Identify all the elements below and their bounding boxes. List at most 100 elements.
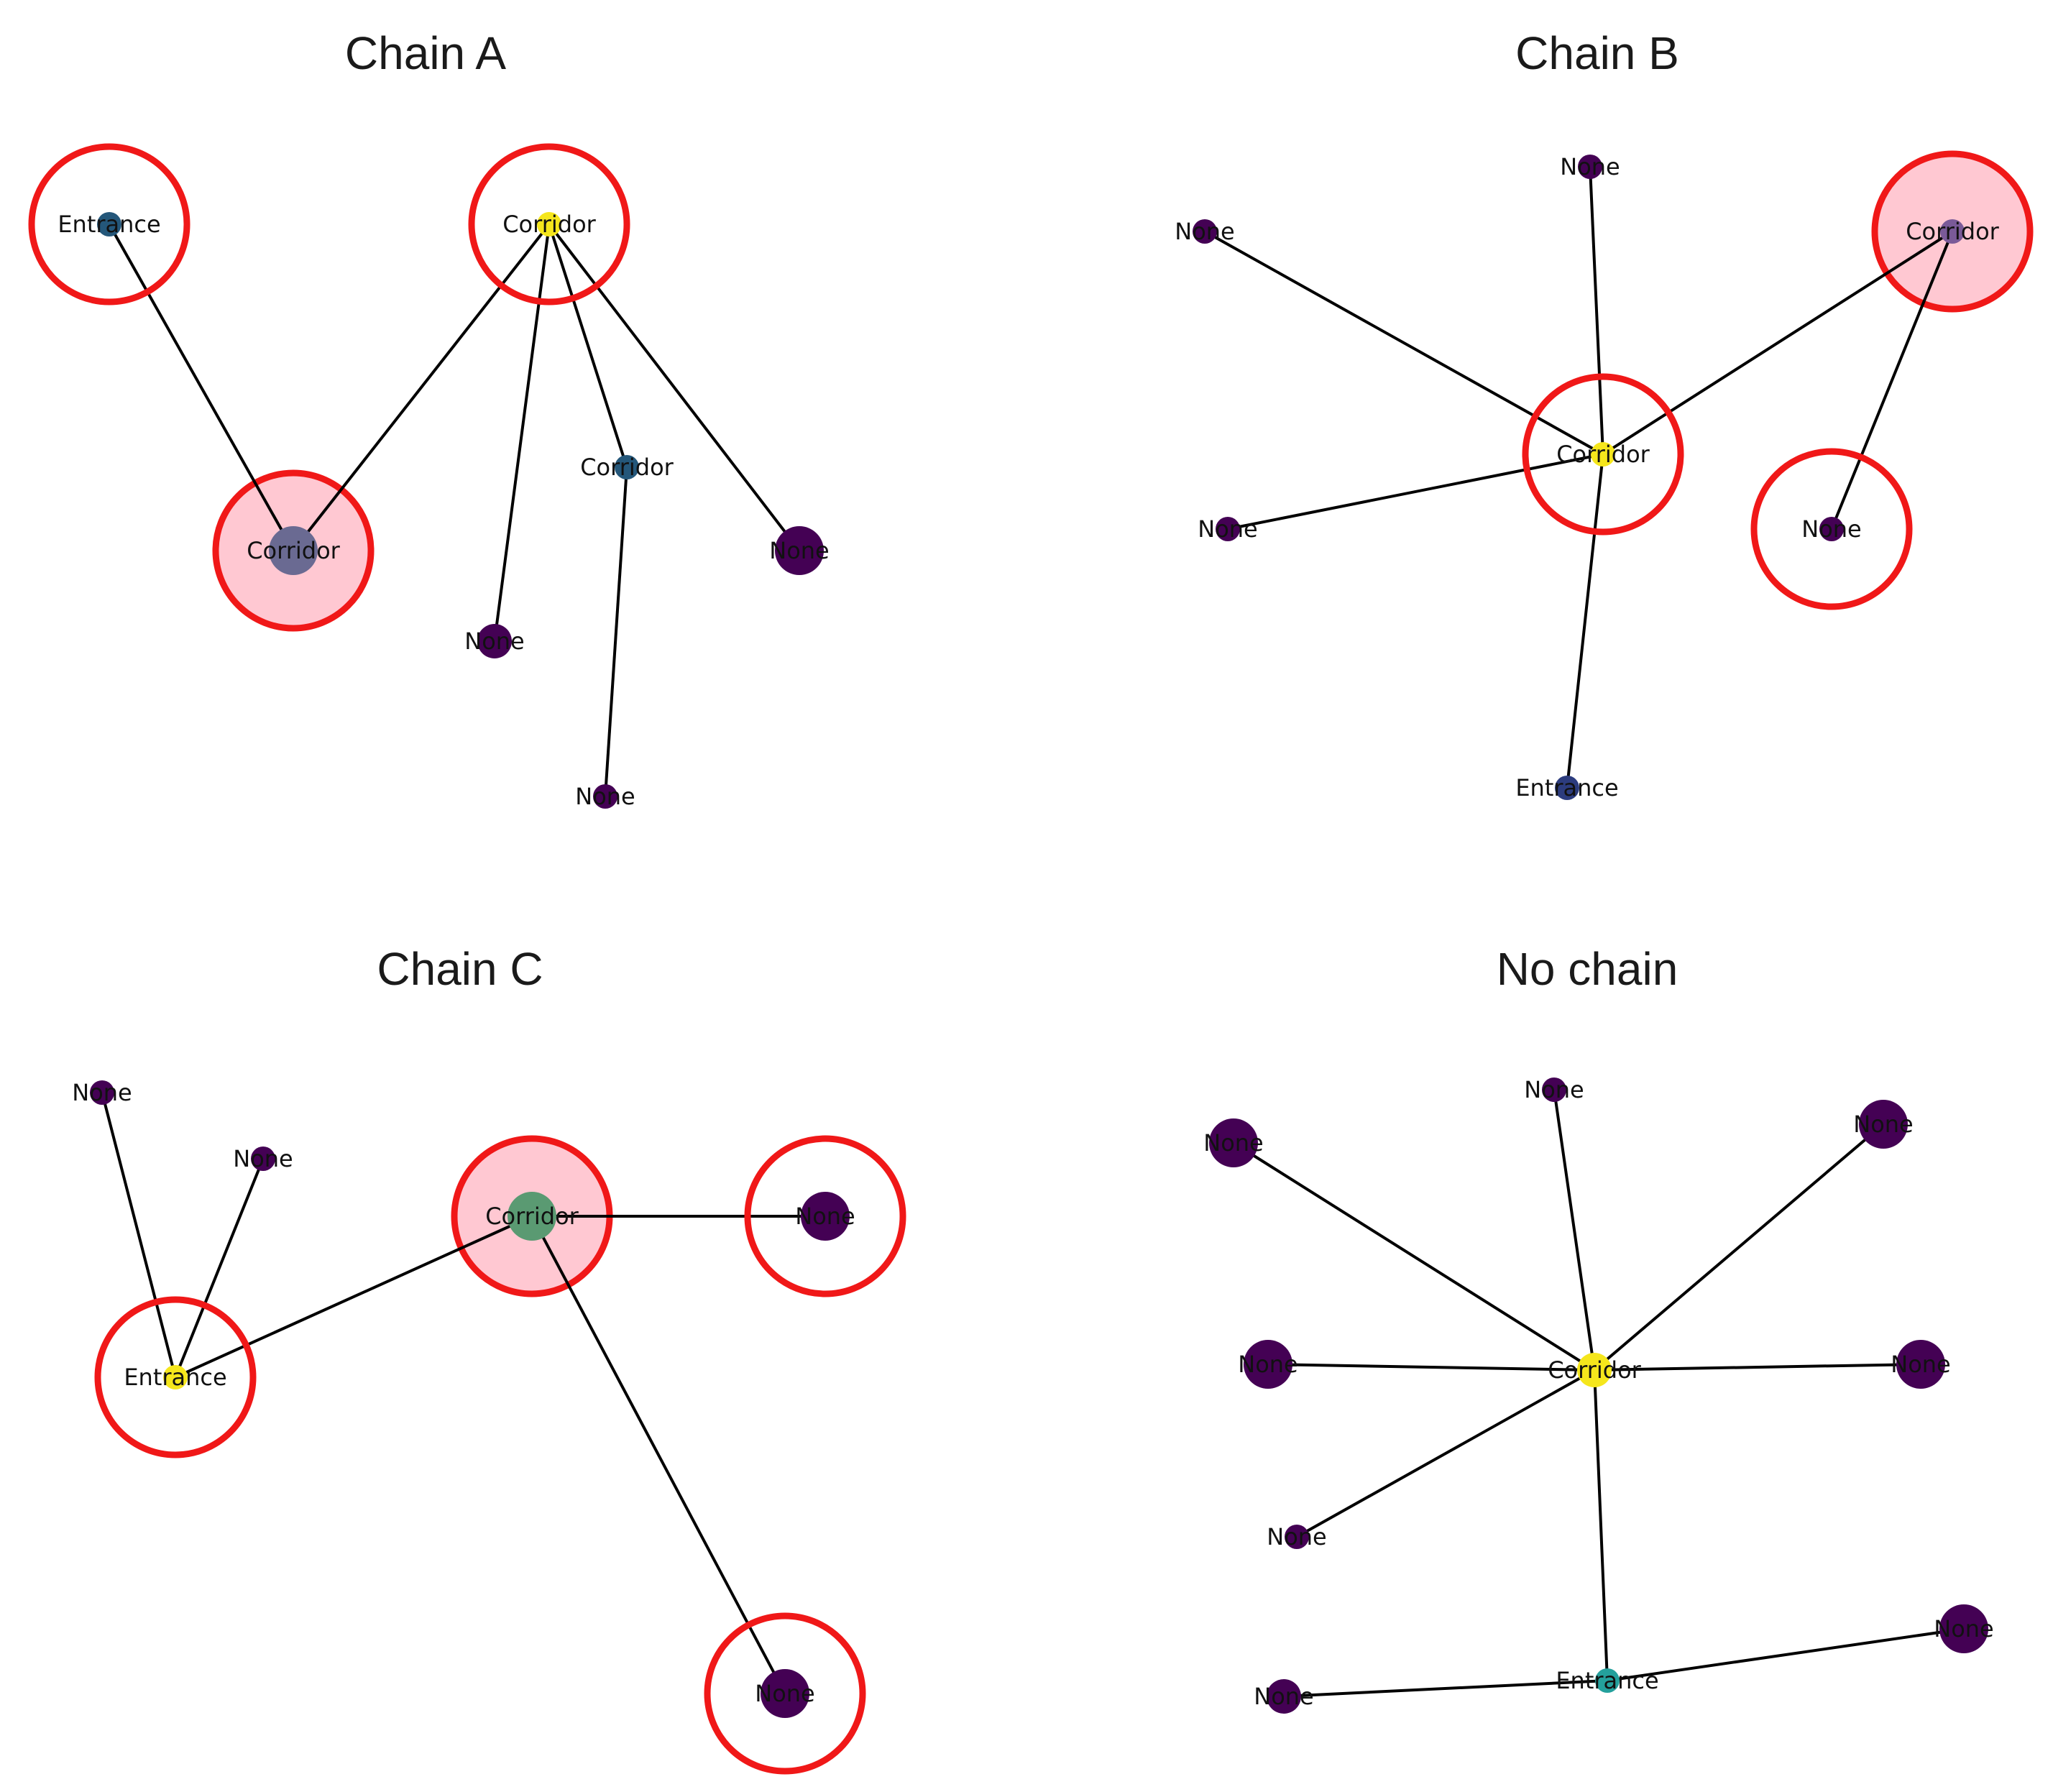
graph-edge	[1602, 230, 1954, 456]
node-label: None	[233, 1145, 293, 1172]
graph-edge	[1607, 1627, 1965, 1682]
highlight-ring	[468, 143, 630, 305]
graph-node	[1859, 1100, 1908, 1149]
node-label: None	[1238, 1351, 1298, 1378]
graph-node	[251, 1147, 275, 1171]
graph-node	[1819, 517, 1844, 541]
node-label: None	[769, 537, 829, 564]
node-label: None	[1853, 1111, 1913, 1138]
graph-node	[615, 455, 639, 479]
node-label: None	[1524, 1076, 1584, 1103]
graph-node	[1939, 1604, 1988, 1653]
graph-edge	[604, 467, 628, 797]
panel-title-no-chain: No chain	[1497, 943, 1678, 995]
node-label: Entrance	[124, 1364, 226, 1391]
node-label: Corridor	[580, 454, 674, 481]
graph-node	[90, 1080, 114, 1105]
graph-edge	[548, 223, 801, 552]
graph-node	[1216, 517, 1240, 541]
panel-title-chain-c: Chain C	[377, 943, 543, 995]
node-label: Corridor	[1556, 441, 1650, 468]
graph-node	[1591, 442, 1615, 467]
graph-node	[1577, 1353, 1612, 1387]
node-label: Corridor	[1906, 218, 1999, 245]
graph-node	[163, 1365, 188, 1389]
graph-edge	[1227, 453, 1604, 530]
graph-node	[801, 1192, 850, 1241]
graph-node	[1595, 1668, 1620, 1693]
graph-edge	[1232, 1141, 1596, 1371]
node-label: None	[1801, 515, 1861, 543]
graph-node	[775, 526, 824, 575]
node-label: None	[1254, 1683, 1313, 1710]
graph-edge	[1566, 454, 1604, 789]
node-label: None	[1934, 1615, 1993, 1642]
graph-edge	[1283, 1679, 1608, 1698]
node-label: Entrance	[58, 211, 160, 238]
node-label: None	[1203, 1129, 1263, 1157]
graph-edge	[174, 1158, 265, 1378]
graph-edge	[1594, 1363, 1921, 1371]
graph-node	[507, 1192, 556, 1241]
node-label: None	[1175, 218, 1234, 245]
highlight-ring	[744, 1135, 906, 1297]
graph-node	[537, 212, 561, 236]
node-label: Corridor	[485, 1203, 579, 1230]
node-label: None	[575, 783, 635, 810]
panel-title-chain-a: Chain A	[345, 27, 506, 79]
panel-title-chain-b: Chain B	[1515, 27, 1679, 79]
node-label: None	[72, 1079, 132, 1106]
graph-edge	[548, 224, 628, 468]
graph-edge	[175, 1215, 533, 1379]
graph-edge	[1589, 166, 1604, 455]
node-label: None	[1891, 1351, 1950, 1378]
graph-node	[1940, 219, 1965, 244]
graph-edge	[1553, 1089, 1596, 1371]
node-label: None	[1560, 153, 1620, 180]
graph-node	[269, 526, 318, 575]
graph-node	[1267, 1679, 1301, 1714]
graph-node	[1542, 1078, 1566, 1102]
graph-node	[97, 212, 121, 236]
node-label: None	[755, 1680, 814, 1707]
graph-node	[1896, 1340, 1945, 1389]
highlight-ring	[28, 143, 190, 305]
node-label: Corridor	[502, 211, 596, 238]
graph-edge	[531, 1216, 786, 1694]
node-label: Entrance	[1515, 774, 1618, 801]
highlight-ring	[94, 1296, 257, 1458]
graph-edge	[1267, 1363, 1595, 1371]
node-label: None	[464, 628, 524, 655]
graph-node	[1209, 1118, 1258, 1167]
node-label: Corridor	[1548, 1356, 1641, 1384]
graph-node	[1555, 776, 1579, 800]
node-label: None	[1267, 1523, 1326, 1550]
graph-edge	[101, 1092, 177, 1378]
node-label: Entrance	[1556, 1667, 1658, 1694]
graph-node	[593, 784, 617, 809]
node-label: Corridor	[247, 537, 340, 564]
graph-edge	[1593, 1369, 1609, 1681]
graph-node	[1578, 155, 1602, 179]
highlight-ring	[1750, 448, 1913, 610]
highlight-ring	[704, 1612, 866, 1775]
graph-edge	[1593, 1123, 1885, 1371]
graph-node	[761, 1669, 809, 1718]
highlight-ring	[1522, 373, 1684, 536]
node-label: None	[1198, 515, 1257, 543]
graph-node	[1244, 1340, 1292, 1389]
graph-edge	[493, 224, 551, 642]
graph-edge	[1830, 231, 1954, 530]
graph-edge	[292, 223, 551, 552]
graph-edge	[108, 224, 295, 551]
graph-node	[1193, 219, 1217, 244]
